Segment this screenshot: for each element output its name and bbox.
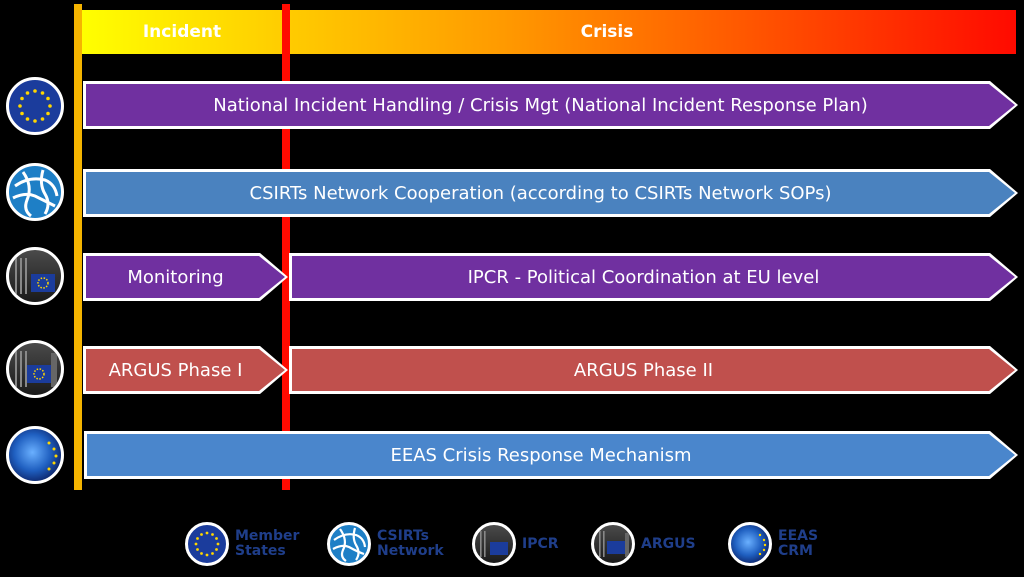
legend-argus: ARGUS — [591, 522, 696, 566]
crisis-label: Crisis — [580, 22, 634, 42]
globe-stars-icon — [6, 426, 64, 484]
argus-phase-1-arrow: ARGUS Phase I — [83, 346, 288, 394]
csirts-network-cooperation-arrow: CSIRTs Network Cooperation (according to… — [83, 169, 1018, 217]
crisis-threshold-line — [282, 4, 290, 490]
eeas-crisis-response-label: EEAS Crisis Response Mechanism — [390, 444, 692, 466]
incident-start-line — [74, 4, 82, 490]
monitoring-label: Monitoring — [127, 266, 224, 288]
phase-header-bar: Incident Crisis — [82, 10, 1016, 54]
network-globe-icon — [6, 163, 64, 221]
building-eu-flag-icon — [6, 247, 64, 305]
monitoring-arrow: Monitoring — [83, 253, 288, 301]
ipcr-label: IPCR - Political Coordination at EU leve… — [467, 266, 820, 288]
eeas-crisis-response-arrow: EEAS Crisis Response Mechanism — [84, 431, 1018, 479]
incident-label: Incident — [142, 22, 222, 42]
legend-ipcr-text: IPCR — [522, 535, 559, 552]
eu-flag-icon — [185, 522, 229, 566]
building-eu-flag-icon — [591, 522, 635, 566]
national-incident-handling-arrow: National Incident Handling / Crisis Mgt … — [83, 81, 1018, 129]
argus-phase-2-label: ARGUS Phase II — [573, 359, 714, 381]
eu-flag-icon — [6, 77, 64, 135]
globe-stars-icon — [728, 522, 772, 566]
building-eu-flag-icon — [472, 522, 516, 566]
legend-argus-text: ARGUS — [641, 535, 696, 552]
national-incident-handling-label: National Incident Handling / Crisis Mgt … — [213, 94, 868, 116]
argus-phase-2-arrow: ARGUS Phase II — [289, 346, 1018, 394]
csirts-network-cooperation-label: CSIRTs Network Cooperation (according to… — [249, 182, 832, 204]
legend-ipcr: IPCR — [472, 522, 559, 566]
network-globe-icon — [327, 522, 371, 566]
building-eu-flag-icon — [6, 340, 64, 398]
argus-phase-1-label: ARGUS Phase I — [108, 359, 243, 381]
ipcr-arrow: IPCR - Political Coordination at EU leve… — [289, 253, 1018, 301]
